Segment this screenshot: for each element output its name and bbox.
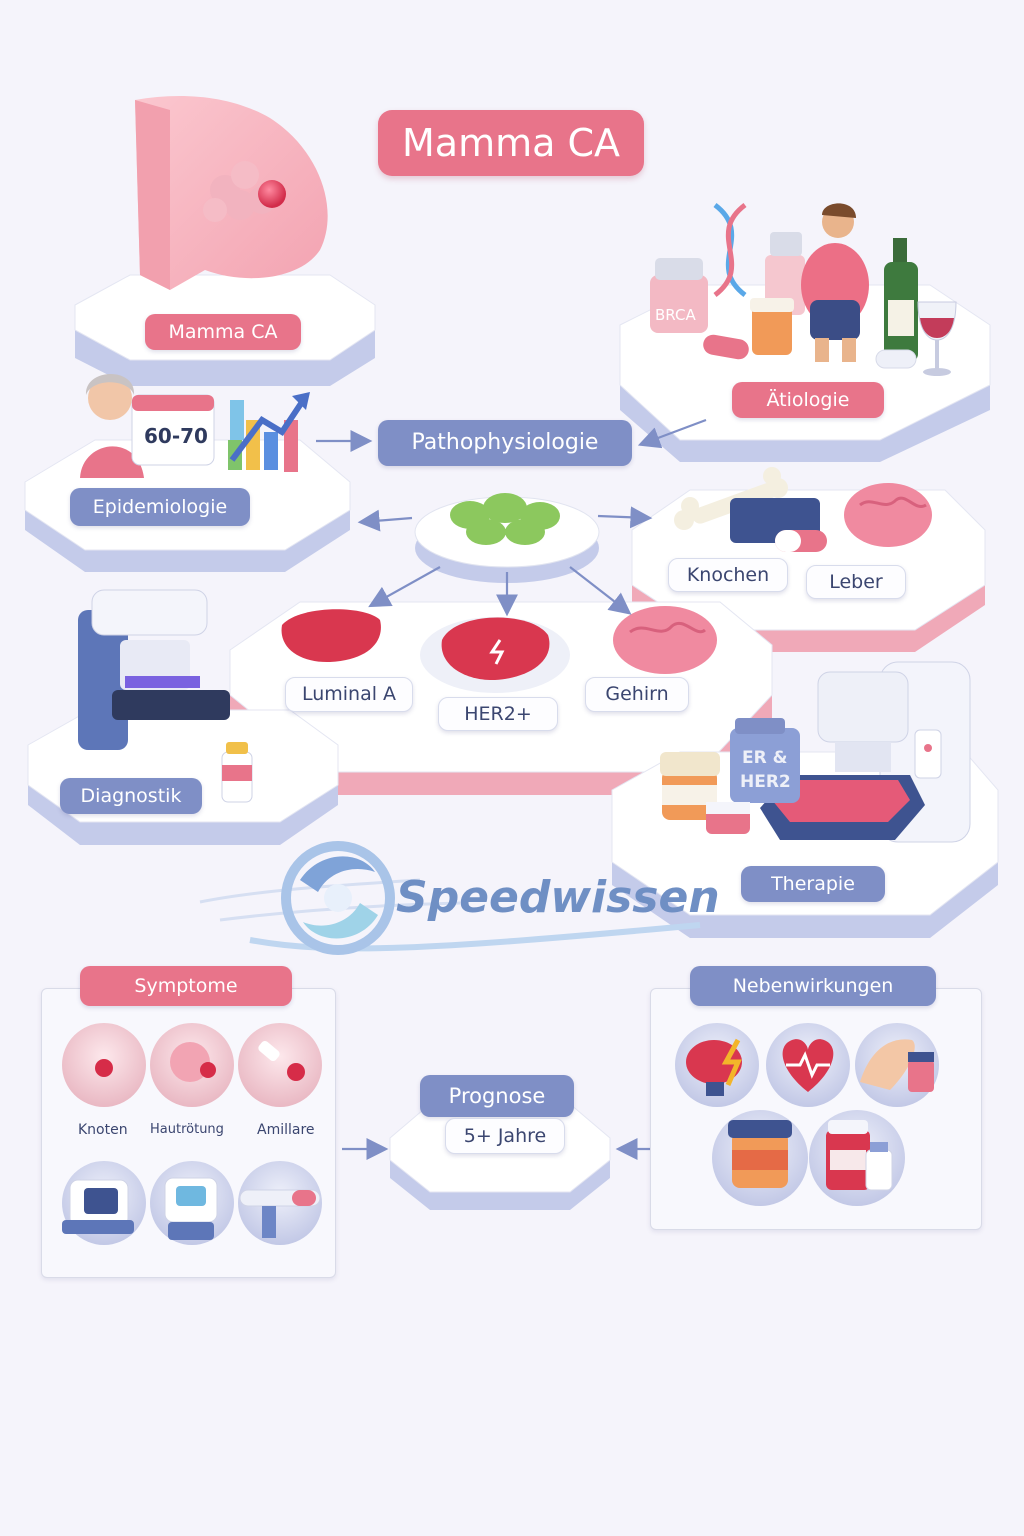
arrows [316,418,707,1160]
pill-jar-icon [660,752,750,834]
node-aetiologie[interactable]: Ätiologie [732,382,884,418]
node-luminal-a[interactable]: Luminal A [285,677,413,712]
obese-woman-icon [801,203,869,362]
brca-text: BRCA [655,306,696,324]
symptom-label-hautroetung: Hautrötung [150,1122,224,1137]
node-diagnostik[interactable]: Diagnostik [60,778,202,814]
node-prognose[interactable]: Prognose [420,1075,574,1117]
age-range-text: 60-70 [144,424,208,448]
elderly-woman-icon [80,373,144,478]
node-knochen[interactable]: Knochen [668,558,788,592]
er-her2-text-2: HER2 [740,772,791,792]
er-her2-text-1: ER & [742,748,788,768]
symptom-label-axillar: Amillare [257,1122,315,1138]
node-mamma-ca[interactable]: Mamma CA [145,314,301,350]
node-pathophysiologie[interactable]: Pathophysiologie [378,420,632,466]
prognose-value: 5+ Jahre [445,1118,565,1154]
page-title: Mamma CA [378,110,644,176]
speedwissen-logo-text: Speedwissen [396,872,720,923]
vial-icon [221,742,253,803]
nebenwirkungen-panel [650,988,982,1230]
platform-epidemiologie [24,373,351,572]
cell-cluster-icon [450,493,560,545]
brain-icon-2 [613,606,717,674]
wine-bottle-icon [884,238,918,362]
node-gehirn[interactable]: Gehirn [585,677,689,712]
liver-icon-1 [281,609,381,663]
calendar-icon [131,394,215,466]
node-nebenwirkungen[interactable]: Nebenwirkungen [690,966,936,1006]
mammography-machine-icon [78,589,230,750]
node-leber[interactable]: Leber [806,565,906,599]
wine-glass-icon [917,301,957,376]
platform-therapie [611,661,999,938]
node-symptome[interactable]: Symptome [80,966,292,1006]
dna-icon [713,203,747,297]
brca-jar [650,275,708,333]
bar-chart-icon [228,392,310,472]
speedwissen-logo-mark [199,841,701,955]
node-epidemiologie[interactable]: Epidemiologie [70,488,250,526]
platform-aetiologie [619,203,991,462]
node-her2[interactable]: HER2+ [438,697,558,731]
platform-pathophysiologie [414,493,600,583]
er-her2-bottle [730,718,800,803]
radiotherapy-machine-icon [760,661,971,843]
node-therapie[interactable]: Therapie [741,866,885,902]
symptom-label-knoten: Knoten [78,1122,128,1138]
tumor-icon [203,161,286,222]
brain-icon-1 [844,483,932,547]
liver-icon-2 [441,617,550,681]
